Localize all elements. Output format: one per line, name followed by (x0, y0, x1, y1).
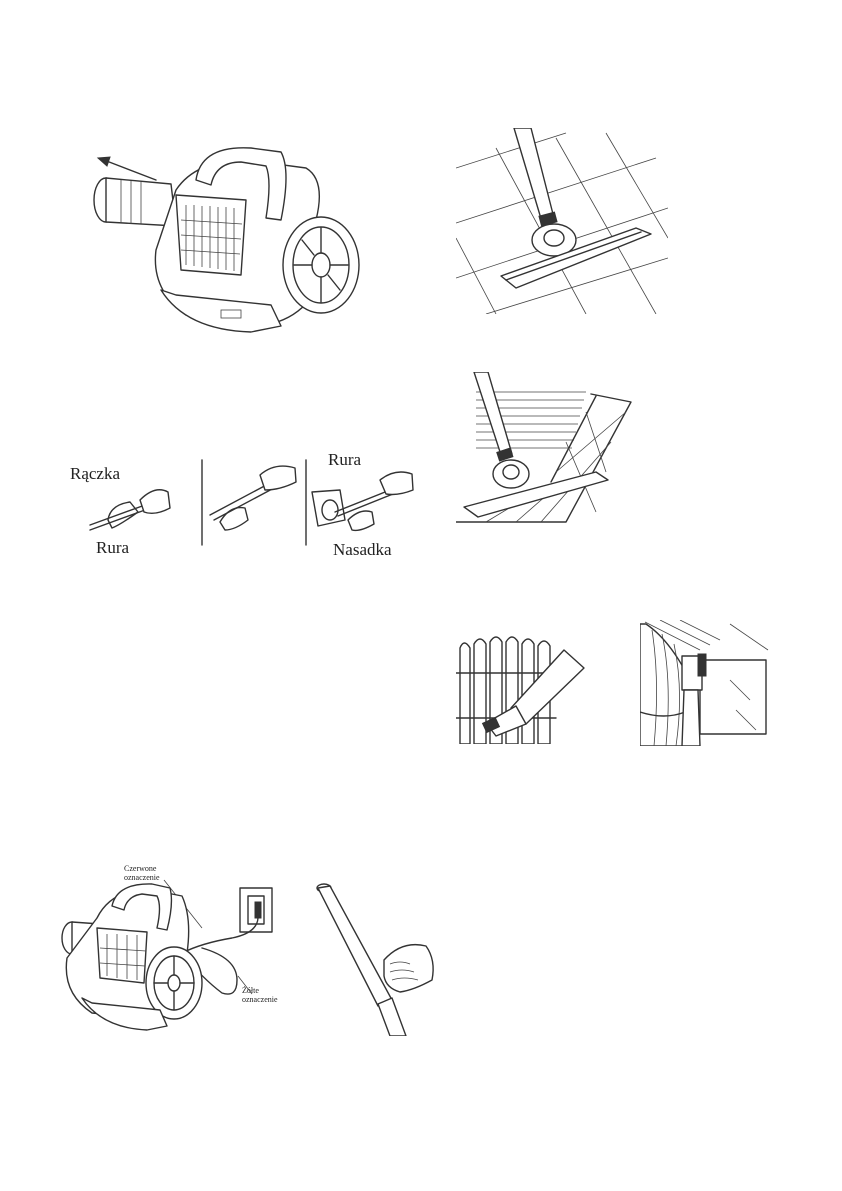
tube-label-left: Rura (96, 538, 130, 557)
cord-figure: Czerwone oznaczenie Żółte oznaczenie (52, 858, 314, 1034)
nozzle-label: Nasadka (333, 540, 392, 559)
red-mark-label-line1: Czerwone (124, 864, 157, 873)
hand-tube-figure (314, 880, 438, 1036)
handle-tube-nozzle-assembly-icon (89, 459, 414, 546)
floor-brush-carpet-icon (456, 372, 632, 523)
floor-brush-tiles-icon (456, 128, 668, 314)
curtain-figure (640, 620, 770, 746)
hand-holding-tube-icon (316, 883, 434, 1036)
vacuum-cord-socket-icon (61, 879, 273, 1031)
tube-label-right: Rura (328, 450, 362, 469)
radiator-figure (456, 628, 590, 744)
vacuum-cleaner-icon (93, 147, 360, 333)
floor-tiles-figure (456, 128, 668, 314)
assembly-figure: Rączka Rura Rura Nasadka (60, 450, 420, 560)
brush-tool-curtain-icon (640, 620, 769, 746)
carpet-figure (456, 372, 634, 550)
red-mark-label-line2: oznaczenie (124, 873, 160, 882)
yellow-mark-label-line2: oznaczenie (242, 995, 278, 1004)
crevice-tool-radiator-icon (456, 636, 585, 744)
yellow-mark-label-line1: Żółte (242, 986, 259, 995)
vacuum-hose-figure (76, 140, 366, 340)
handle-label: Rączka (70, 464, 121, 483)
